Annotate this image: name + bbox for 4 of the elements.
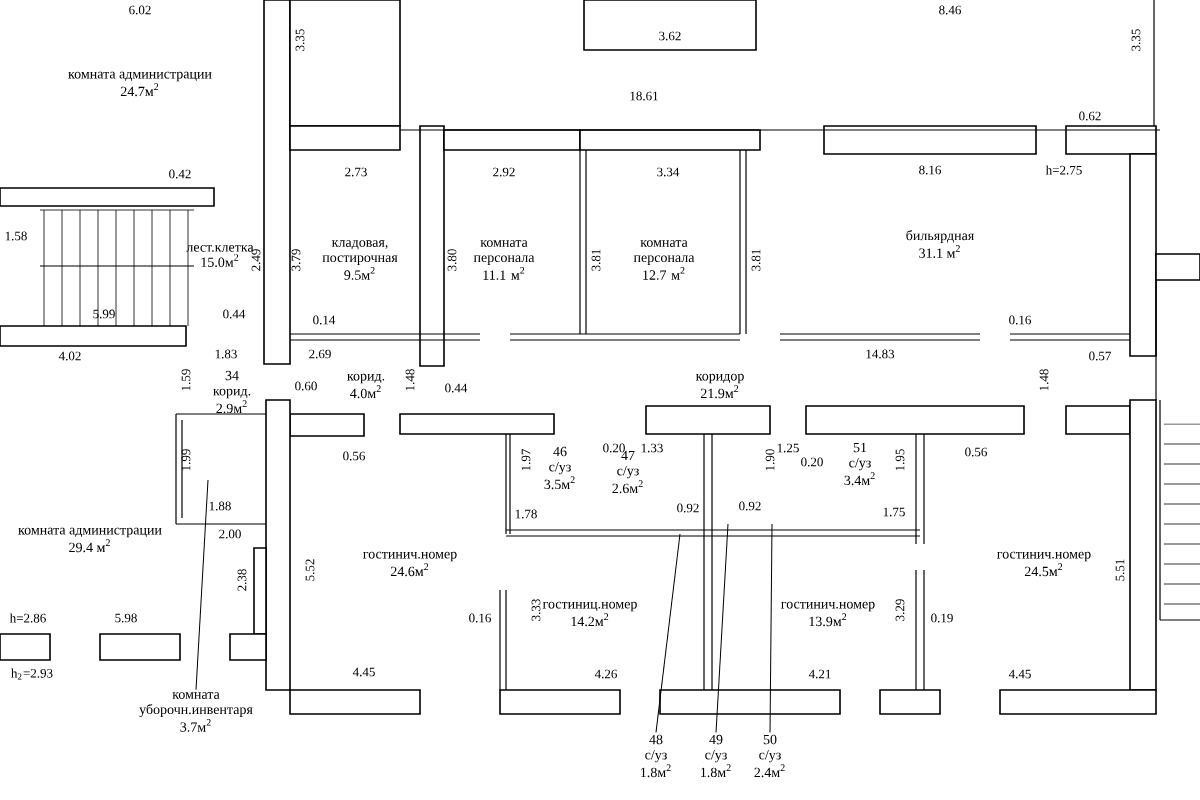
leader-line — [715, 523, 729, 733]
leader-line — [195, 479, 209, 691]
leader-line — [655, 533, 681, 733]
leader-line — [769, 523, 773, 733]
